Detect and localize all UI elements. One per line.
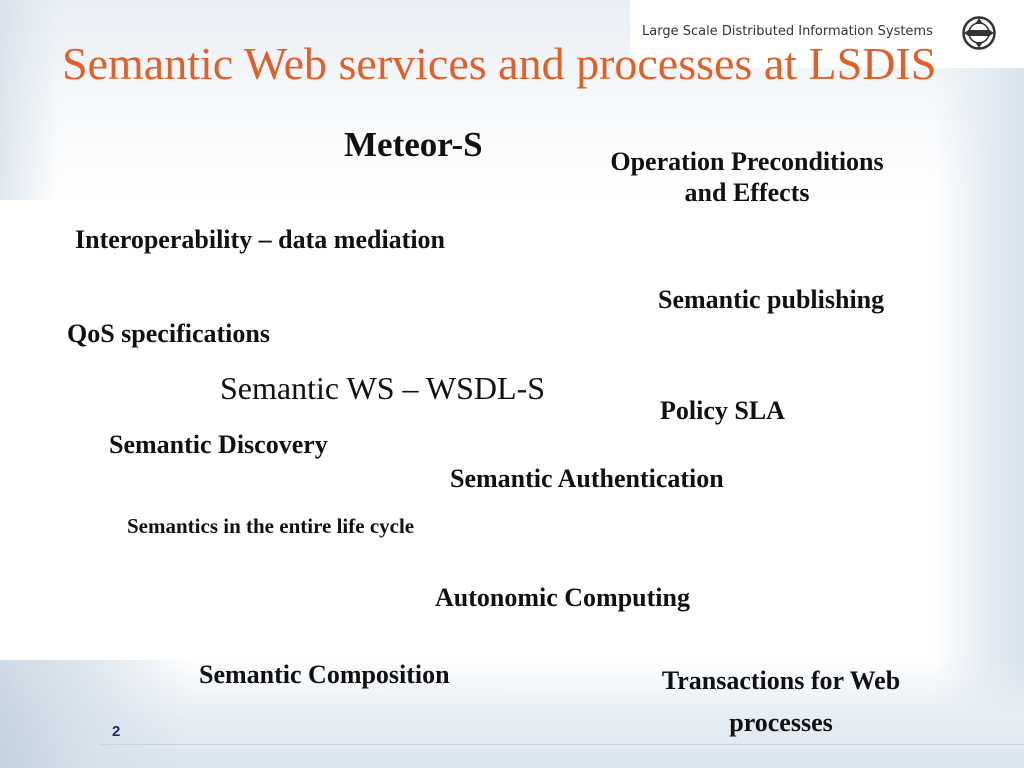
header-banner [630,0,1024,68]
semantic-publishing-label: Semantic publishing [658,285,885,314]
page-number: 2 [112,723,121,740]
transactions-line1: Transactions for Web [661,666,901,695]
interoperability-label: Interoperability – data mediation [75,225,446,254]
org-name: Large Scale Distributed Information Syst… [642,24,933,39]
meteor-s-label: Meteor-S [344,125,483,164]
lsdis-logo-icon [962,16,996,50]
transactions-line2: processes [729,707,833,737]
background-bottom-left-gradient [0,660,190,768]
semantic-composition-label: Semantic Composition [199,660,450,689]
background-top-left-gradient [0,0,60,200]
slide-title: Semantic Web services and processes at L… [62,38,937,89]
background-right-gradient [934,0,1024,768]
operation-preconditions-label: Operation Preconditions and Effects [566,146,928,208]
operation-preconditions-line2: and Effects [684,178,810,208]
semantic-ws-label: Semantic WS – WSDL-S [220,370,546,406]
qos-specifications-label: QoS specifications [67,319,270,348]
policy-sla-label: Policy SLA [660,396,785,425]
autonomic-computing-label: Autonomic Computing [435,583,690,612]
operation-preconditions-line1: Operation Preconditions [610,147,884,176]
semantic-authentication-label: Semantic Authentication [450,464,724,493]
semantic-discovery-label: Semantic Discovery [109,430,328,459]
footer-divider [100,744,1024,745]
transactions-label: Transactions for Web processes [612,660,950,743]
semantics-life-cycle-label: Semantics in the entire life cycle [127,514,415,538]
